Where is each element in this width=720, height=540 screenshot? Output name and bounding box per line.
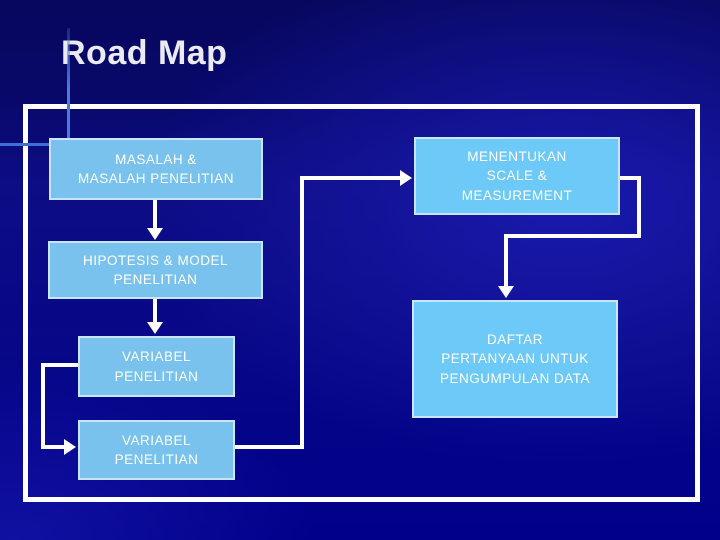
arrowhead-right-icon [400,170,412,186]
flow-box-hipotesis-model: HIPOTESIS & MODEL PENELITIAN [48,241,263,299]
flow-box-daftar-pertanyaan: DAFTAR PERTANYAAN UNTUK PENGUMPULAN DATA [412,300,618,418]
arrowhead-down-icon [498,286,514,298]
arrowhead-right-icon [64,439,76,455]
connector-variabel-left-drop [41,363,45,447]
connector-variabel1-out [41,363,80,367]
accent-vertical-line [67,28,70,138]
connector-variabel-to-menentukan-riser [300,176,304,449]
connector-hipotesis-to-variabel [153,299,157,322]
connector-variabel2-in [41,445,64,449]
connector-menentukan-back [504,234,641,238]
connector-menentukan-out [620,176,641,180]
content-frame [23,104,700,502]
connector-daftar-drop [504,234,508,286]
slide-title: Road Map [61,34,228,72]
flow-box-masalah: MASALAH & MASALAH PENELITIAN [49,138,263,200]
flow-box-variabel-penelitian-1: VARIABEL PENELITIAN [78,336,235,397]
arrowhead-down-icon [147,322,163,334]
accent-horizontal-line [0,143,49,146]
arrowhead-down-icon [147,228,163,240]
connector-variabel2-out [235,445,304,449]
connector-menentukan-right-drop [637,176,641,238]
connector-masalah-to-hipotesis [153,198,157,228]
connector-menentukan-in [300,176,400,180]
flow-box-menentukan-scale: MENENTUKAN SCALE & MEASUREMENT [414,137,620,215]
flow-box-variabel-penelitian-2: VARIABEL PENELITIAN [78,420,235,480]
